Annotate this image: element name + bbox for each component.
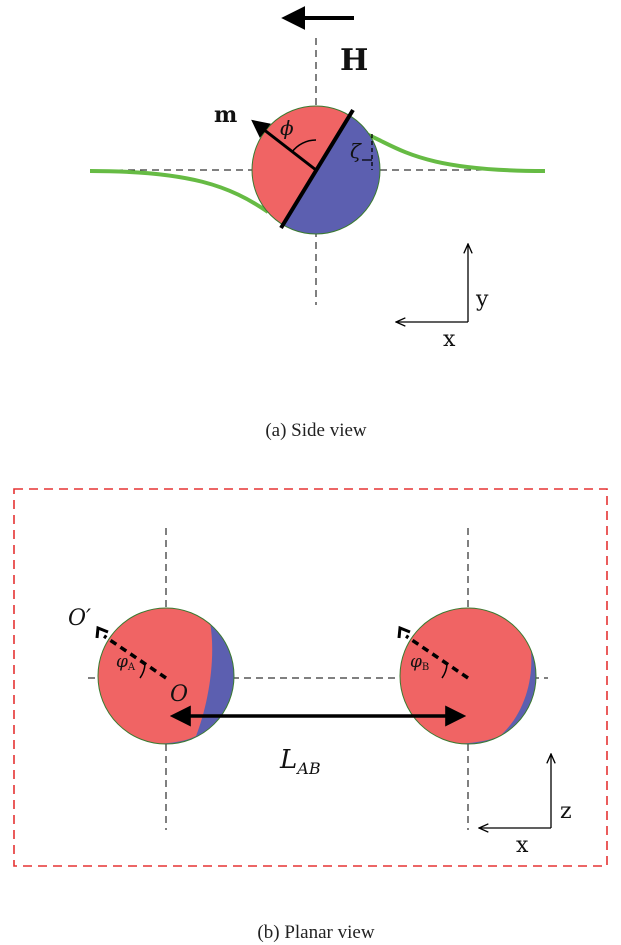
orientation-arrowhead-b	[397, 625, 411, 639]
interface-curve-right	[365, 132, 546, 173]
janus-particle-b	[400, 608, 536, 744]
janus-particle-a	[98, 608, 234, 744]
label-phi-a: φA	[116, 652, 136, 673]
orientation-arrow-a	[103, 634, 167, 680]
caption-b: (b) Planar view	[257, 922, 374, 943]
axis-z-label: z	[560, 799, 572, 824]
red-part-b	[400, 608, 532, 744]
label-distance: LAB	[279, 745, 321, 778]
axis-x-label-b: x	[516, 833, 529, 858]
interface-curve-left	[89, 169, 270, 214]
planar-frame	[13, 488, 608, 867]
height-label-zeta: ζ	[350, 139, 362, 163]
axis-x-label: x	[443, 327, 456, 352]
red-hemisphere	[252, 106, 380, 232]
panel-a-side-view: H m ϕ ζ y x (a) Side view	[89, 6, 546, 441]
angle-arc-phi	[291, 139, 317, 153]
red-part-a	[98, 608, 213, 744]
orientation-arrow-b	[405, 634, 469, 680]
axis-y-label: y	[475, 287, 489, 312]
moment-arrow-m	[251, 119, 317, 172]
label-phi-b: φB	[410, 652, 429, 673]
orientation-arrowhead-a	[95, 625, 109, 639]
label-origin: O	[170, 682, 188, 707]
field-label-h: H	[340, 43, 368, 78]
panel-b-planar-view: O′ φA φB O LAB z x (b) Planar view	[13, 488, 608, 943]
angle-arc-b	[441, 663, 448, 679]
caption-a: (a) Side view	[265, 420, 367, 441]
janus-interface-line	[279, 108, 355, 230]
angle-label-phi: ϕ	[280, 116, 294, 140]
angle-arc-a	[139, 663, 146, 679]
label-origin-prime: O′	[68, 606, 91, 631]
moment-label-m: m	[214, 102, 237, 128]
